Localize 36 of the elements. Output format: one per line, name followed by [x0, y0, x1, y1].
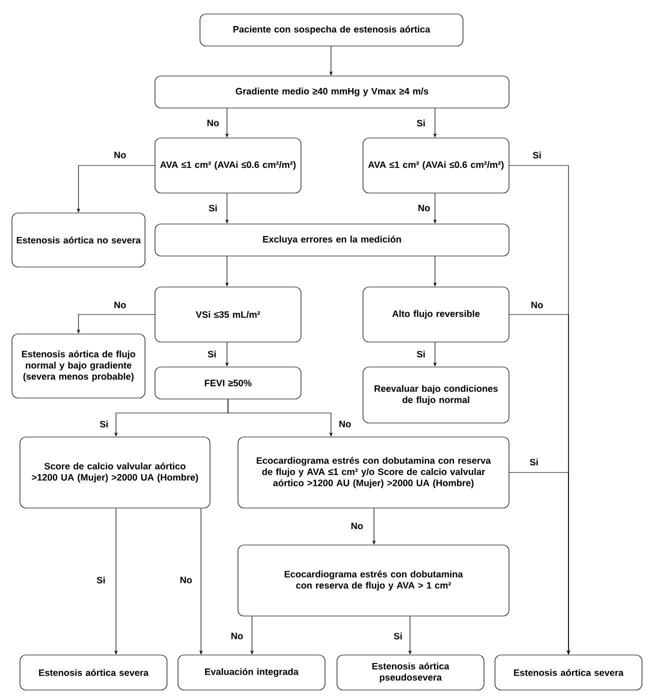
- edge-label: No: [530, 300, 544, 310]
- edge-label: Si: [96, 576, 106, 584]
- edge-label: No: [416, 204, 432, 212]
- process-box: Excluya errores en la medición: [154, 224, 510, 256]
- edge-label: No: [178, 576, 194, 584]
- process-box: Estenosis aórtica severa: [20, 654, 168, 690]
- edge-label: Si: [416, 350, 426, 358]
- process-box: Estenosis aórtica no severa: [12, 212, 146, 268]
- edge-label: No: [112, 150, 128, 160]
- process-box: Gradiente medio ≥40 mmHg y Vmax ≥4 m/s: [154, 76, 510, 108]
- process-box: Ecocardiograma estrés con dobutamina con reserva de flujo y AVA > 1 cm²: [238, 544, 510, 616]
- edge-label: Si: [416, 118, 426, 128]
- process-box: AVA ≤1 cm² (AVAi ≤0.6 cm²/m²): [154, 138, 302, 194]
- process-box: AVA ≤1 cm² (AVAi ≤0.6 cm²/m²): [362, 138, 510, 194]
- process-box: Ecocardiograma estrés con dobutamina con reserva de flujo y AVA ≤1 cm² y/o Score de calcio valvular aórtico >1200 AU (Mujer) >2000 UA (Hombre): [238, 436, 510, 508]
- process-box: Score de calcio valvular aórtico >1200 UA (Mujer) >2000 UA (Hombre): [20, 436, 210, 508]
- edge-label: No: [350, 522, 364, 530]
- edge-label: Si: [392, 632, 404, 640]
- process-box: Evaluación integrada: [178, 654, 326, 690]
- edge-label: Si: [532, 150, 542, 160]
- edge-label: Si: [206, 350, 218, 358]
- process-box: FEVI ≥50%: [154, 366, 302, 400]
- edge-label: No: [206, 118, 220, 128]
- edge-label: No: [338, 420, 352, 428]
- process-box: Estenosis aórtica de flujo normal y bajo gradiente (severa menos probable): [12, 334, 146, 398]
- edge-label: Si: [98, 420, 110, 428]
- edge-label: Si: [528, 458, 540, 466]
- process-box: VSi ≤35 mL/m²: [154, 286, 302, 342]
- process-box: Reevaluar bajo condiciones de flujo normal: [362, 366, 510, 424]
- process-box: Alto flujo reversible: [362, 286, 510, 342]
- process-box: Paciente con sospecha de estenosis aórtica: [200, 14, 464, 46]
- edge-label: Si: [208, 204, 218, 212]
- edge-label: No: [112, 300, 128, 310]
- process-box: Estenosis aórtica pseudosevera: [336, 654, 484, 690]
- process-box: Estenosis aórtica severa: [494, 654, 642, 690]
- edge-label: No: [230, 632, 244, 640]
